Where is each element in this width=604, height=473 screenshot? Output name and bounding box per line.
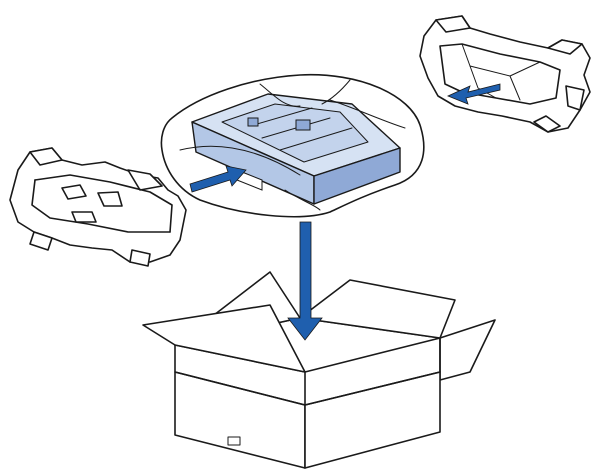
carton-box-icon xyxy=(142,271,496,469)
cushion-right-outline xyxy=(419,15,591,133)
paper-tray-unit-icon xyxy=(160,73,425,218)
plastic-bag xyxy=(160,73,425,218)
box-handle-hole xyxy=(227,436,241,446)
insert-arrow-left-icon xyxy=(189,165,247,193)
box-front-face xyxy=(174,371,306,469)
foam-packing-piece-left xyxy=(9,147,187,267)
box-right-flap xyxy=(439,319,496,381)
foam-packing-piece-right xyxy=(419,15,591,133)
down-arrow-icon xyxy=(287,221,323,341)
box-front-left-flap xyxy=(142,304,306,373)
insert-arrow-right-icon xyxy=(446,83,501,105)
box-right-face xyxy=(304,371,441,469)
tray-side xyxy=(313,147,401,205)
box-back-right-flap xyxy=(299,279,456,339)
